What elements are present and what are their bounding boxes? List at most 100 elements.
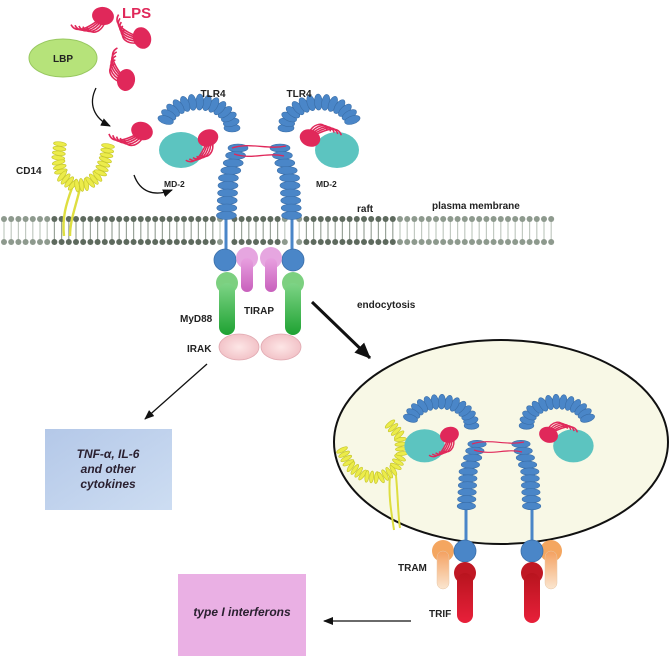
lipid-head bbox=[382, 239, 389, 245]
lrr-segment bbox=[276, 166, 298, 175]
lrr-segment bbox=[269, 143, 291, 153]
coil-segment bbox=[364, 470, 370, 483]
lipid-head bbox=[274, 216, 281, 222]
tirap-right bbox=[260, 247, 282, 292]
lps-head bbox=[116, 69, 136, 91]
lipid-head bbox=[137, 239, 144, 245]
lrr-segment bbox=[217, 188, 238, 198]
lipid-head bbox=[15, 239, 22, 245]
lrr-segment bbox=[279, 181, 301, 190]
coil-segment bbox=[101, 143, 115, 149]
tir-domain-right bbox=[281, 248, 305, 272]
lipid-head bbox=[461, 216, 468, 222]
lrr-segment bbox=[458, 467, 478, 476]
lipid-head bbox=[130, 239, 137, 245]
cd14-to-md2-arrow bbox=[133, 174, 173, 197]
lbp-label: LBP bbox=[53, 54, 73, 65]
lrr-segment bbox=[157, 115, 174, 125]
lrr-segment bbox=[279, 173, 300, 183]
tir-domain-endo-right bbox=[520, 539, 544, 563]
tram-label: TRAM bbox=[398, 563, 427, 574]
lbp-protein bbox=[28, 38, 98, 78]
lipid-head bbox=[332, 239, 339, 245]
lps-molecule bbox=[185, 129, 219, 163]
lipid-head bbox=[58, 239, 65, 245]
lipid-head bbox=[37, 216, 43, 222]
tlr4-left bbox=[403, 394, 487, 541]
lipid-head bbox=[526, 239, 533, 245]
lipid-head bbox=[245, 216, 252, 222]
lrr-segment bbox=[465, 446, 485, 455]
tlr4-right bbox=[511, 394, 595, 541]
lipid-head bbox=[51, 239, 58, 245]
plasma-membrane bbox=[1, 216, 555, 245]
lipid-head bbox=[159, 216, 166, 222]
tram-right bbox=[540, 540, 562, 590]
lipid-head bbox=[296, 239, 303, 245]
tlr4-md2-complex-endosomal bbox=[403, 394, 595, 541]
lipid-head bbox=[87, 239, 94, 245]
lipid-head bbox=[418, 239, 425, 245]
lipid-head bbox=[425, 216, 432, 222]
lipid-head bbox=[317, 216, 324, 222]
lrr-segment bbox=[227, 143, 249, 153]
lipid-head bbox=[274, 239, 281, 245]
lipid-head bbox=[447, 216, 454, 222]
tlr4-right bbox=[269, 93, 361, 250]
irak-left bbox=[218, 333, 260, 361]
lipid-head bbox=[109, 216, 115, 222]
coil-segment bbox=[340, 454, 353, 463]
coil-segment bbox=[354, 466, 363, 478]
lipid-head bbox=[512, 239, 519, 245]
lipid-head bbox=[404, 239, 411, 245]
tram-left bbox=[432, 540, 454, 590]
lipid-head bbox=[353, 216, 360, 222]
tlr4-left-label: TLR4 bbox=[201, 89, 226, 100]
coil-segment bbox=[381, 469, 389, 481]
lipid-head bbox=[505, 216, 511, 222]
lipid-head bbox=[137, 216, 144, 222]
lrr-segment bbox=[222, 158, 244, 168]
lipid-head bbox=[325, 239, 331, 245]
lipid-head bbox=[447, 239, 454, 245]
lrr-segment bbox=[460, 460, 480, 469]
coil-segment bbox=[350, 464, 360, 475]
lipid-head bbox=[303, 216, 310, 222]
tir-domain-left bbox=[213, 248, 237, 272]
lipid-head bbox=[166, 216, 173, 222]
lipid-head bbox=[317, 239, 324, 245]
interferons-output-box bbox=[178, 574, 306, 656]
lrr-segment bbox=[457, 488, 477, 497]
coil-segment bbox=[338, 450, 350, 458]
lrr-segment bbox=[344, 115, 361, 125]
coil-segment bbox=[394, 430, 405, 440]
lipid-head bbox=[116, 216, 123, 222]
lrr-segment bbox=[520, 467, 540, 476]
coil-segment bbox=[342, 459, 355, 467]
lrr-segment bbox=[216, 203, 238, 213]
lipid-head bbox=[145, 239, 151, 245]
lipid-head bbox=[411, 216, 418, 222]
myd88-right bbox=[282, 272, 304, 335]
lipid-head bbox=[29, 239, 36, 245]
lipid-head bbox=[231, 239, 238, 245]
lipid-head bbox=[188, 216, 195, 222]
lipid-head bbox=[29, 216, 36, 222]
lipid-head bbox=[8, 239, 15, 245]
lrr-segment bbox=[274, 158, 296, 168]
coil-segment bbox=[392, 458, 404, 466]
interferons-label: type I interferons bbox=[193, 605, 291, 619]
lipid-head bbox=[433, 239, 439, 245]
lrr-segment bbox=[456, 502, 476, 511]
lipid-head bbox=[454, 239, 461, 245]
lipid-head bbox=[469, 239, 475, 245]
md2-left-label: MD-2 bbox=[164, 179, 185, 189]
lipid-head bbox=[346, 239, 353, 245]
irak-right bbox=[260, 333, 302, 361]
lipid-head bbox=[325, 216, 331, 222]
lipid-head bbox=[519, 239, 526, 245]
lipid-head bbox=[101, 239, 108, 245]
lipid-head bbox=[397, 239, 403, 245]
cd14-label: CD14 bbox=[16, 166, 42, 177]
lipid-head bbox=[505, 239, 511, 245]
